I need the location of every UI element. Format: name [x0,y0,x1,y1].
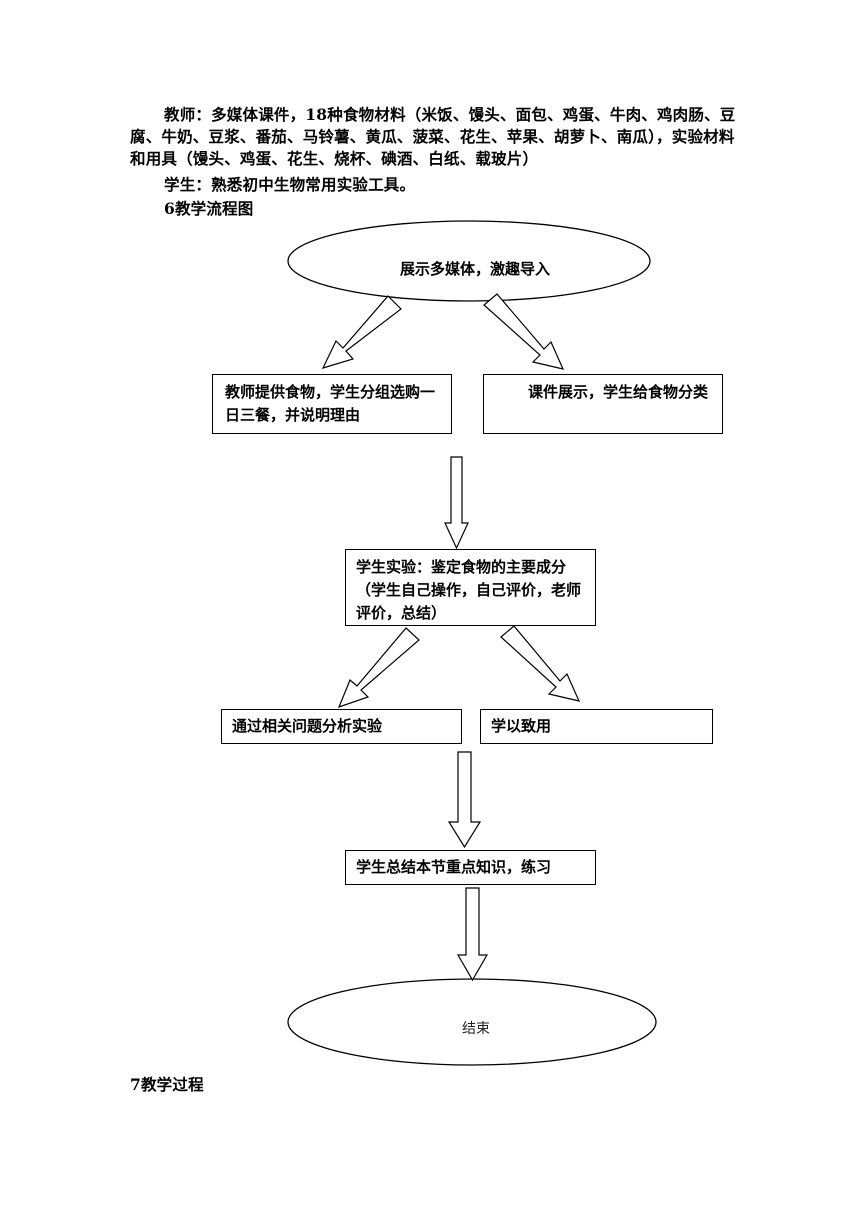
arrow-experiment-to-apply [500,625,581,702]
flowchart-heading: 6教学流程图 [164,199,254,218]
arrow-to-experiment [444,456,469,550]
classify-food-box: 课件展示，学生给食物分类 [483,374,723,434]
arrow-start-to-select [321,295,402,369]
arrow-to-summary [447,751,482,849]
end-node-label: 结束 [462,1021,490,1037]
experiment-box: 学生实验：鉴定食物的主要成分（学生自己操作，自己评价，老师评价，总结） [345,549,596,626]
summary-box: 学生总结本节重点知识，练习 [345,850,596,885]
analysis-box: 通过相关问题分析实验 [221,709,462,744]
student-preparation-paragraph: 学生：熟悉初中生物常用实验工具。 [164,175,416,194]
start-ellipse [287,220,651,302]
select-meals-box: 教师提供食物，学生分组选购一日三餐，并说明理由 [212,374,452,434]
teaching-process-heading: 7教学过程 [130,1075,204,1094]
arrow-to-end [456,887,489,982]
arrow-start-to-classify [483,293,565,370]
start-node-label: 展示多媒体，激趣导入 [400,260,551,278]
teacher-materials-paragraph: 教师：多媒体课件，18种食物材料（米饭、馒头、面包、鸡蛋、牛肉、鸡肉肠、豆腐、牛… [130,105,736,168]
arrow-experiment-to-analysis [337,627,420,708]
apply-knowledge-box: 学以致用 [480,709,713,744]
